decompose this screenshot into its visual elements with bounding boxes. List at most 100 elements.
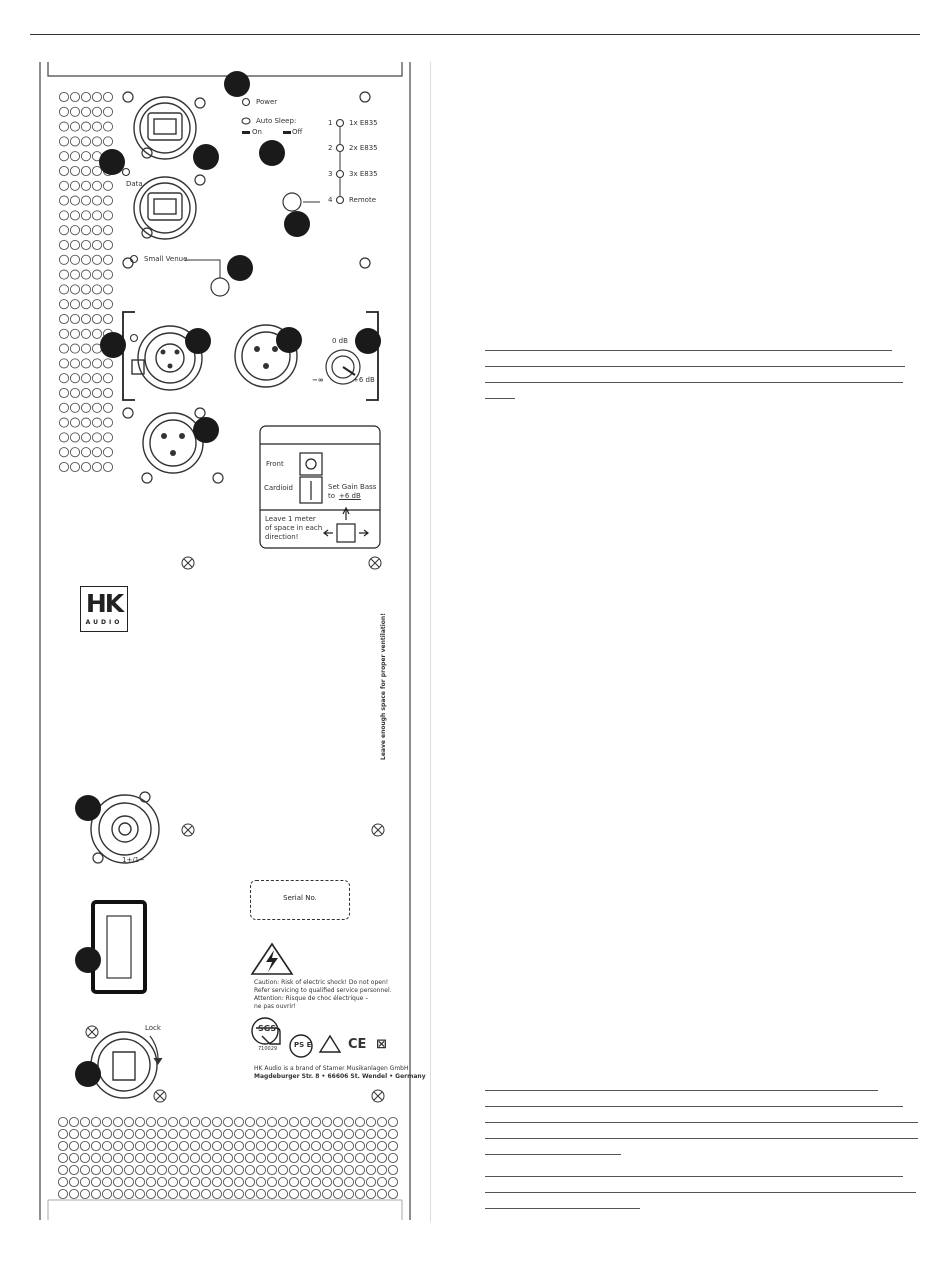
vent-hole: [200, 1128, 212, 1140]
vent-hole: [178, 1176, 190, 1188]
vent-hole: [80, 254, 92, 265]
vent-hole: [68, 1164, 80, 1176]
vent-hole: [102, 313, 114, 325]
vent-hole: [102, 91, 114, 103]
vent-hole: [255, 1164, 267, 1176]
vent-hole: [123, 1128, 135, 1140]
auto-sleep-on-label: On: [252, 128, 262, 136]
vent-hole: [343, 1188, 355, 1200]
vent-hole: [102, 225, 114, 236]
vent-hole: [57, 1140, 69, 1152]
vent-hole: [222, 1176, 234, 1188]
vent-hole: [80, 151, 92, 162]
vent-hole: [167, 1176, 179, 1188]
vent-hole: [80, 225, 92, 236]
vent-hole: [68, 1176, 80, 1188]
vent-hole: [123, 1140, 135, 1152]
vent-hole: [288, 1116, 300, 1128]
vent-hole: [80, 432, 92, 443]
vent-hole: [277, 1128, 289, 1140]
vent-hole: [145, 1152, 157, 1164]
vent-hole: [178, 1128, 190, 1140]
vent-hole: [365, 1116, 377, 1128]
combo-input-jack: [131, 325, 203, 391]
vent-hole: [211, 1116, 223, 1128]
vent-hole: [112, 1164, 124, 1176]
vent-hole: [69, 151, 81, 162]
vent-hole: [156, 1116, 168, 1128]
vent-hole: [69, 225, 81, 236]
vent-hole: [365, 1140, 377, 1152]
ce-mark: CE: [348, 1037, 367, 1052]
vent-hole: [365, 1188, 377, 1200]
hk-audio-logo: HK AUDIO: [80, 586, 128, 632]
vent-hole: [167, 1164, 179, 1176]
caution-line-1: Caution: Risk of electric shock! Do not …: [254, 979, 389, 986]
serial-number-box: Serial No.: [250, 880, 350, 920]
brand-line-2: Magdeburger Str. 8 • 66606 St. Wendel • …: [254, 1073, 426, 1080]
text-line: [485, 350, 892, 351]
mode-3-number: 3: [328, 170, 333, 178]
vent-hole: [112, 1152, 124, 1164]
vent-hole: [91, 195, 103, 206]
vent-hole: [102, 210, 114, 221]
vent-hole: [68, 1152, 80, 1164]
vent-hole: [244, 1164, 256, 1176]
vent-hole: [102, 106, 114, 117]
vent-hole: [69, 417, 81, 428]
caution-line-2: Refer servicing to qualified service per…: [254, 987, 392, 994]
speakon-output: [90, 794, 160, 864]
text-line: [485, 1176, 903, 1177]
vent-hole: [57, 1116, 69, 1128]
vent-hole: [80, 313, 92, 325]
vent-hole: [57, 1164, 69, 1176]
vent-hole: [102, 239, 114, 251]
vent-hole: [112, 1188, 124, 1200]
lock-label: Lock: [145, 1024, 161, 1032]
vent-hole: [80, 210, 92, 221]
vent-hole: [299, 1116, 311, 1128]
vent-hole: [90, 1164, 102, 1176]
vent-hole: [343, 1128, 355, 1140]
vent-hole: [365, 1128, 377, 1140]
vent-hole: [222, 1188, 234, 1200]
vent-hole: [266, 1116, 278, 1128]
vent-hole: [299, 1140, 311, 1152]
pse-mark: PS E: [294, 1041, 312, 1049]
vent-hole: [200, 1164, 212, 1176]
vent-hole: [58, 210, 70, 221]
vent-hole: [145, 1116, 157, 1128]
vent-hole: [58, 121, 70, 132]
vent-hole: [211, 1140, 223, 1152]
vent-hole: [233, 1116, 245, 1128]
vent-hole: [156, 1128, 168, 1140]
vent-hole: [80, 180, 92, 191]
vent-hole: [299, 1152, 311, 1164]
vent-hole: [101, 1188, 113, 1200]
mode-3-label: 3x E835: [349, 170, 378, 178]
vent-hole: [189, 1116, 201, 1128]
vent-hole: [102, 195, 114, 206]
vent-hole: [321, 1188, 333, 1200]
vent-hole: [167, 1188, 179, 1200]
vent-hole: [189, 1188, 201, 1200]
vent-hole: [69, 210, 81, 221]
vent-hole: [69, 254, 81, 265]
vent-hole: [102, 447, 114, 458]
vent-hole: [288, 1152, 300, 1164]
vent-hole: [58, 165, 70, 177]
vent-hole: [145, 1188, 157, 1200]
gain-knob: [325, 349, 361, 385]
vent-hole: [79, 1188, 91, 1200]
power-switch: [91, 900, 147, 994]
vent-hole: [244, 1176, 256, 1188]
vent-hole: [211, 1128, 223, 1140]
vent-hole: [134, 1176, 146, 1188]
vent-hole: [79, 1176, 91, 1188]
vent-hole: [277, 1140, 289, 1152]
vent-hole: [321, 1140, 333, 1152]
vent-hole: [321, 1128, 333, 1140]
logo-sub-text: AUDIO: [85, 619, 123, 626]
vent-hole: [91, 106, 103, 117]
vent-hole: [79, 1152, 91, 1164]
